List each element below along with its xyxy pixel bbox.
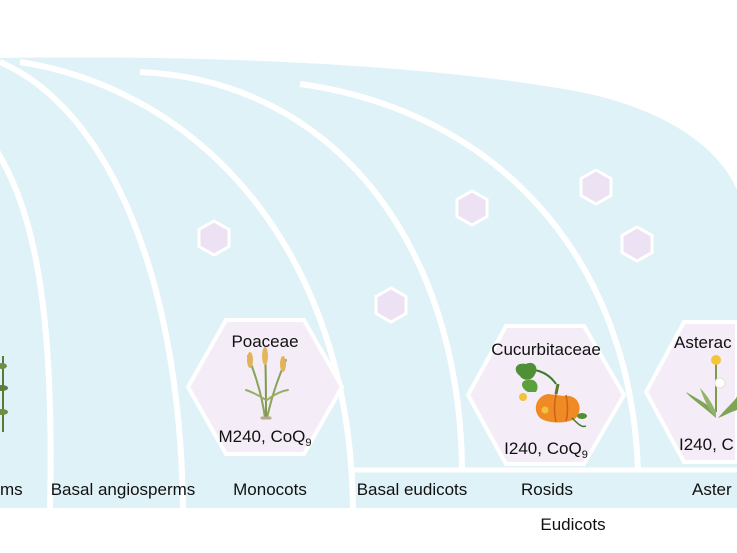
- cofactor-text: C: [722, 435, 734, 454]
- small-hex-4: [620, 225, 654, 263]
- residue-text: I240: [679, 435, 712, 454]
- small-hex-5: [374, 286, 408, 324]
- residue-text: I240: [504, 439, 537, 458]
- family-residue-poaceae: M240, CoQ9: [218, 427, 311, 449]
- small-hex-2: [455, 189, 489, 227]
- family-name-poaceae: Poaceae: [231, 332, 298, 351]
- dome-background: [0, 57, 737, 509]
- clade-label-gymnosperms: ms: [0, 480, 23, 499]
- group-label-eudicots: Eudicots: [540, 515, 605, 534]
- cofactor-text: CoQ: [270, 427, 305, 446]
- small-hexagons: [197, 168, 654, 324]
- cofactor-subscript: 9: [305, 437, 311, 449]
- cofactor-subscript: 9: [582, 449, 588, 461]
- clade-label-basal-eudicots: Basal eudicots: [357, 480, 468, 499]
- family-residue-asteraceae: I240, C: [679, 435, 734, 454]
- arc-2: [0, 59, 186, 509]
- clade-labels: ms Basal angiosperms Monocots Basal eudi…: [0, 480, 732, 499]
- arc-3: [19, 59, 356, 509]
- grass-plant-icon: [245, 347, 289, 420]
- residue-text: M240: [218, 427, 261, 446]
- family-name-cucurbitaceae: Cucurbitaceae: [491, 340, 601, 359]
- dandelion-plant-icon: [686, 355, 737, 418]
- clade-label-basal-angiosperms: Basal angiosperms: [51, 480, 196, 499]
- clade-label-asterids: Aster: [692, 480, 732, 499]
- arc-5: [299, 81, 641, 471]
- family-name-asteraceae: Asterac: [674, 333, 732, 352]
- clade-label-rosids: Rosids: [521, 480, 573, 499]
- clade-label-monocots: Monocots: [233, 480, 307, 499]
- cofactor-text: CoQ: [547, 439, 582, 458]
- leafy-plant-icon: [0, 356, 8, 432]
- clade-arcs: [0, 59, 641, 509]
- family-hexagons: [185, 318, 737, 466]
- family-residue-cucurbitaceae: I240, CoQ9: [504, 439, 588, 461]
- arc-1: [0, 150, 54, 509]
- pumpkin-plant-icon: [515, 362, 587, 428]
- small-hex-3: [579, 168, 613, 206]
- arc-4: [139, 69, 465, 471]
- small-hex-1: [197, 219, 231, 257]
